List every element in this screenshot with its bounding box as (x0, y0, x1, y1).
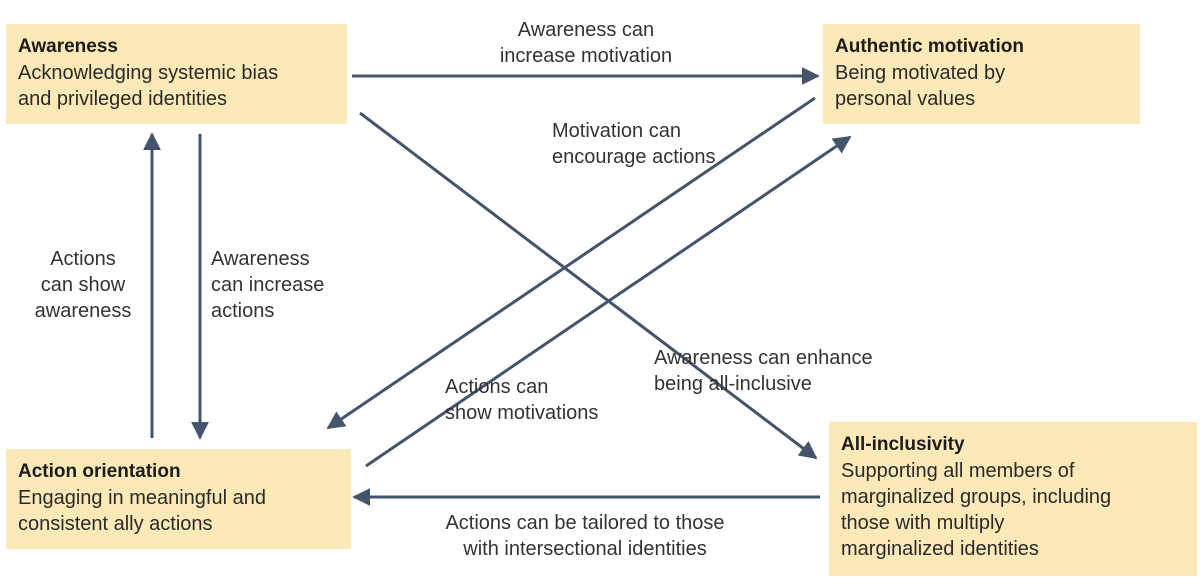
node-awareness-title: Awareness (18, 36, 118, 57)
node-awareness-description: Acknowledging systemic bias and privileg… (18, 62, 279, 110)
arrow-awareness-to-inclusivity (359, 111, 818, 460)
edge-label-awareness-to-actions: Awareness can increase actions (211, 248, 325, 322)
node-awareness: Awareness Acknowledging systemic bias an… (6, 24, 347, 124)
edge-label-actions-show-awareness: Actions can show awareness (34, 248, 132, 322)
node-action-orientation-title: Action orientation (18, 461, 181, 482)
edge-label-awareness-to-inclusivity: Awareness can enhance being all-inclusiv… (654, 347, 873, 395)
node-all-inclusivity-description: Supporting all members of marginalized g… (841, 460, 1112, 560)
node-action-orientation-description: Engaging in meaningful and consistent al… (18, 487, 266, 535)
edge-label-actions-to-motivation: Actions can show motivations (445, 376, 599, 424)
node-action-orientation: Action orientation Engaging in meaningfu… (6, 449, 351, 549)
node-all-inclusivity-title: All-inclusivity (841, 434, 965, 455)
edge-label-inclusivity-to-actions: Actions can be tailored to those with in… (445, 512, 725, 560)
node-all-inclusivity: All-inclusivity Supporting all members o… (829, 422, 1197, 576)
node-authentic-motivation-title: Authentic motivation (835, 36, 1024, 57)
edge-label-awareness-to-motivation: Awareness can increase motivation (499, 19, 673, 67)
node-authentic-motivation-description: Being motivated by personal values (835, 62, 1006, 110)
node-authentic-motivation: Authentic motivation Being motivated by … (823, 24, 1140, 124)
edge-label-motivation-to-actions: Motivation can encourage actions (552, 120, 716, 168)
arrow-motivation-to-actions (326, 96, 816, 430)
